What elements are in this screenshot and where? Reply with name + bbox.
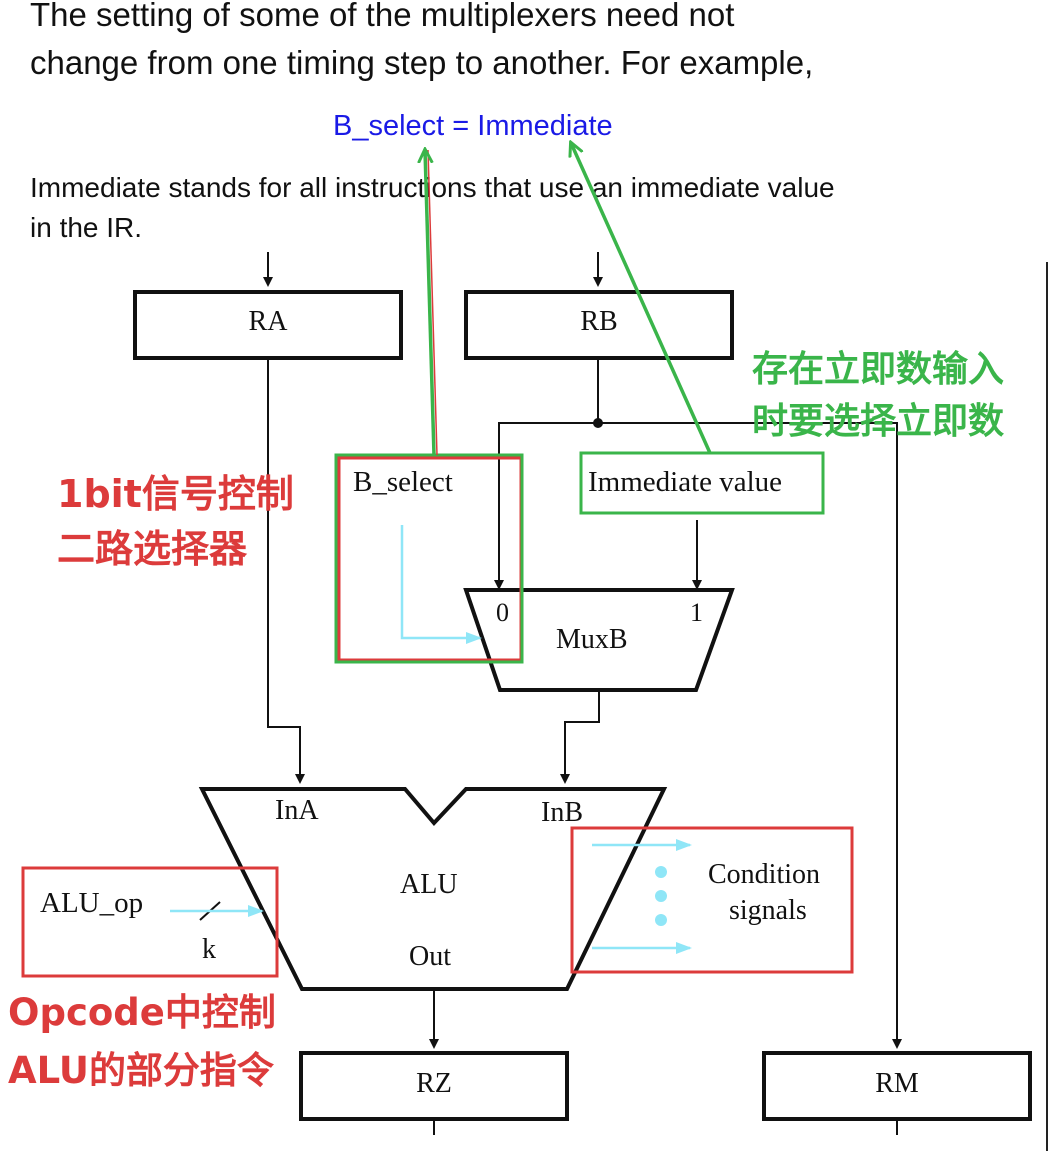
alu-label: ALU bbox=[400, 869, 458, 900]
muxb-label: MuxB bbox=[556, 624, 628, 655]
condition-dot-3 bbox=[655, 914, 667, 926]
green-annotation-line-1: 存在立即数输入 bbox=[752, 349, 1005, 390]
condition-label-line-1: Condition bbox=[708, 859, 821, 890]
rb-to-mux0-wire bbox=[494, 422, 598, 590]
immediate-to-formula-arrow bbox=[571, 143, 712, 454]
red-bselect-annotation-line-1: 1bit信号控制 bbox=[57, 472, 294, 516]
ra-to-ina-wire bbox=[267, 358, 305, 784]
b-select-signal-arrow bbox=[400, 525, 482, 644]
alu-shape bbox=[198, 787, 668, 991]
mux-to-inb-wire bbox=[560, 690, 600, 784]
alu-op-highlight-box bbox=[21, 866, 279, 978]
b-select-arrow-shadow bbox=[427, 149, 438, 456]
slide-paragraph-2-line-2: in the IR. bbox=[30, 212, 143, 243]
alu-out-label: Out bbox=[409, 941, 451, 972]
alu-op-width-label: k bbox=[202, 934, 216, 965]
reg-rb-label: RB bbox=[580, 306, 618, 337]
red-alu-annotation-line-2: ALU的部分指令 bbox=[8, 1049, 274, 1092]
immediate-value-green-box bbox=[579, 451, 825, 515]
condition-dot-1 bbox=[655, 866, 667, 878]
reg-rm-box bbox=[762, 1051, 1032, 1121]
b-select-label: B_select bbox=[353, 466, 453, 498]
b-select-to-formula-arrow bbox=[425, 150, 436, 456]
alu-inb-label: InB bbox=[541, 797, 583, 828]
slide-paragraph-2-line-1: Immediate stands for all instructions th… bbox=[30, 172, 835, 203]
red-bselect-annotation-line-2: 二路选择器 bbox=[57, 527, 248, 571]
mux-input-1-label: 1 bbox=[690, 598, 703, 627]
immediate-value-label: Immediate value bbox=[588, 466, 783, 498]
formula-text: B_select = Immediate bbox=[333, 110, 613, 142]
condition-dot-2 bbox=[655, 890, 667, 902]
condition-label-line-2: signals bbox=[729, 895, 807, 926]
alu-ina-label: InA bbox=[275, 795, 319, 826]
muxb-shape bbox=[463, 588, 735, 692]
mux-input-0-label: 0 bbox=[496, 598, 509, 627]
green-annotation-line-2: 时要选择立即数 bbox=[752, 401, 1005, 442]
b-select-green-box bbox=[334, 453, 524, 664]
slide-paragraph-line-1: The setting of some of the multiplexers … bbox=[30, 0, 735, 33]
slide-paragraph-line-2: change from one timing step to another. … bbox=[30, 44, 814, 81]
condition-highlight-box bbox=[570, 826, 854, 974]
reg-ra-box bbox=[133, 290, 403, 360]
alu-op-label: ALU_op bbox=[40, 887, 144, 919]
reg-rm-label: RM bbox=[875, 1068, 919, 1099]
reg-rb-box bbox=[464, 290, 734, 360]
red-alu-annotation-line-1: Opcode中控制 bbox=[8, 991, 276, 1034]
reg-rz-label: RZ bbox=[416, 1068, 452, 1099]
reg-ra-label: RA bbox=[248, 306, 288, 337]
